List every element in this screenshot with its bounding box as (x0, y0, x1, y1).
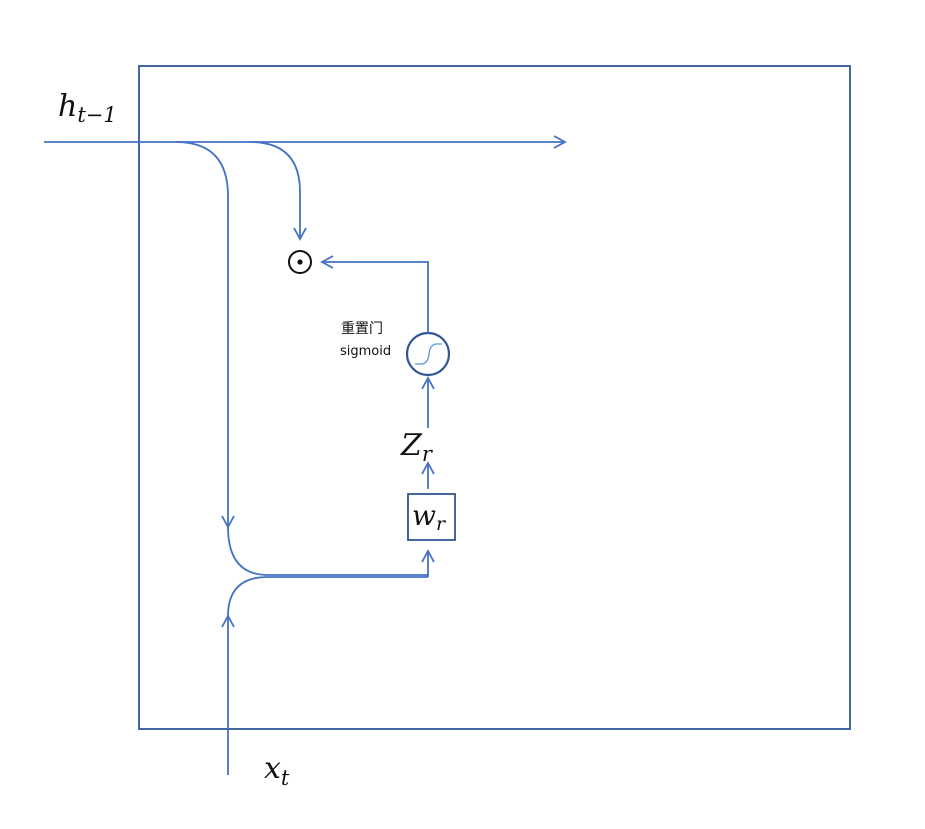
merge-curve-bottom (227, 576, 269, 617)
label-z-r: Zr (400, 428, 434, 466)
hadamard-dot (297, 259, 303, 265)
sigmoid-icon (415, 343, 442, 365)
cell-frame (138, 65, 851, 730)
merge-curve-top (227, 526, 428, 576)
sigmoid-to-hadamard-line (320, 255, 429, 333)
label-reset-gate-zh: 重置门 (341, 321, 383, 337)
h-prev-branch-down (175, 141, 235, 529)
sigmoid-node (405, 331, 451, 377)
label-h-prev-sub: t−1 (77, 103, 116, 127)
label-x-t: xt (264, 751, 290, 790)
h-prev-branch-to-hadamard (249, 141, 307, 241)
weight-box-wr (407, 493, 456, 541)
label-w-r-sub: r (436, 513, 447, 535)
label-x-t-sub: t (281, 766, 290, 790)
label-w-r: wr (412, 499, 447, 535)
label-z-r-base: Z (400, 428, 423, 463)
label-z-r-sub: r (422, 442, 434, 466)
label-reset-gate-en: sigmoid (340, 344, 391, 359)
label-h-prev-base: h (58, 89, 77, 124)
label-x-t-base: x (264, 751, 281, 786)
label-w-r-base: w (412, 499, 436, 532)
label-h-prev: ht−1 (58, 89, 117, 127)
